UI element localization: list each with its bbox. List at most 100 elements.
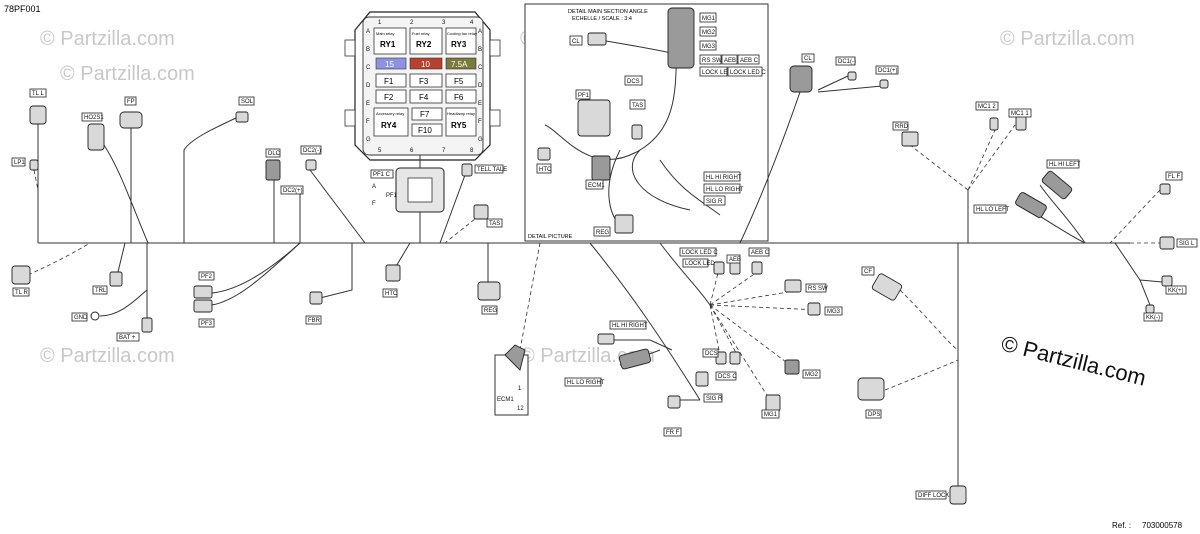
label-pf1-f: F	[372, 201, 376, 207]
col-number: 8	[470, 148, 474, 154]
label-mc1-2: MC1 2	[978, 104, 996, 110]
label-ecm1: ECM1	[497, 397, 514, 403]
detail-label-aeb-c: AEB C	[740, 58, 759, 64]
fuse-label: F10	[418, 126, 432, 135]
label-dc1-pos: DC1(+)	[878, 68, 898, 74]
fuse-label: F1	[384, 77, 394, 86]
label-cf: CF	[864, 269, 872, 275]
watermark: © Partzilla.com	[40, 28, 175, 50]
row-letter: D	[478, 83, 483, 89]
fuse-label: F2	[384, 93, 394, 102]
row-letter: G	[366, 137, 371, 143]
label-diff-lock: DIFF LOCK	[918, 493, 949, 499]
label-mg3: MG3	[827, 309, 841, 315]
label-mc1-1: MC1 1	[1011, 111, 1029, 117]
label-fr-f: FR F	[666, 430, 680, 436]
row-letter: E	[366, 101, 370, 107]
relay-label: RY4	[381, 121, 397, 130]
row-letter: F	[366, 119, 370, 125]
detail-caption: DETAIL PICTURE	[528, 234, 573, 240]
label-ho2s1: HO2S1	[84, 115, 104, 121]
detail-label-rs-sw: RS SW	[702, 58, 722, 64]
detail-label-hl-hi-right: HL HI RIGHT	[706, 175, 742, 181]
label-kk-neg: KK(-)	[1146, 315, 1160, 321]
label-tell-tale: TELL TALE	[477, 167, 507, 173]
label-hl-lo-right: HL LO RIGHT	[567, 380, 605, 386]
label-tas: TAS	[489, 221, 500, 227]
col-number: 2	[410, 20, 414, 26]
label-tl-r: TL R	[15, 290, 28, 296]
label-mg2: MG2	[805, 372, 819, 378]
label-pf1-a: A	[372, 184, 376, 190]
label-sol: SOL	[241, 99, 254, 105]
fuse-box: A B C D E F G A B C D E F G 1 2 3 4 5 6 …	[344, 11, 501, 161]
detail-label-hl-lo-right: HL LO RIGHT	[706, 187, 744, 193]
watermark: © Partzilla.com	[40, 345, 175, 367]
label-lp1: LP1	[14, 160, 25, 166]
relay-label: RY1	[380, 40, 396, 49]
fuse-value: 10	[421, 60, 430, 69]
detail-scale: ECHELLE / SCALE : 3:4	[572, 16, 632, 22]
detail-label-tas: TAS	[632, 103, 643, 109]
fuse-label: F5	[454, 77, 464, 86]
reference-prefix: Ref. :	[1112, 521, 1131, 530]
fuse-value: 15	[385, 60, 394, 69]
copyright-overlay: © Partzilla.com	[999, 331, 1149, 391]
label-hl-hi-right: HL HI RIGHT	[612, 323, 648, 329]
relay-caption: Cooling fan relay	[447, 31, 477, 36]
label-aeb: AEB	[729, 257, 741, 263]
detail-view: DETAIL MAIN SECTION ANGLE ECHELLE / SCAL…	[524, 3, 769, 242]
label-lock-led: LOCK LED	[685, 261, 715, 267]
row-letter: G	[478, 137, 483, 143]
row-letter: F	[478, 119, 482, 125]
drawing-code: 78PF001	[4, 4, 41, 14]
detail-label-ecm1: ECM1	[588, 183, 605, 189]
row-letter: A	[366, 29, 370, 35]
label-cl: CL	[804, 56, 812, 62]
detail-label-htc: HTC	[539, 167, 552, 173]
label-pf1-c: PF1 C	[373, 172, 391, 178]
label-ecm1-pin1: 1	[518, 386, 522, 392]
detail-label-sig-r: SIG R	[706, 199, 723, 205]
detail-label-mg1: MG1	[702, 16, 716, 22]
watermark: © Partzilla.com	[60, 63, 195, 85]
left-branches: TL L LP1 HO2S1 FP SOL DLC DC2(-) DC2(+)	[11, 88, 507, 342]
relay-label: RY3	[451, 40, 467, 49]
relay-caption: Main relay	[376, 31, 394, 36]
row-letter: C	[478, 65, 483, 71]
label-dc1-neg: DC1(-)	[838, 59, 856, 65]
label-dcs-c: DCS C	[718, 374, 737, 380]
label-rs-sw: RS SW	[808, 286, 828, 292]
fuse-label: F6	[454, 93, 464, 102]
row-letter: B	[478, 47, 482, 53]
col-number: 3	[442, 20, 446, 26]
reference-number: 703000578	[1142, 521, 1183, 530]
detail-label-lock-led-c: LOCK LED C	[730, 70, 766, 76]
label-dcs: DCS	[705, 351, 718, 357]
label-trl: TRL	[95, 288, 107, 294]
label-pf1: PF1	[386, 193, 398, 199]
detail-label-dcs: DCS	[627, 79, 640, 85]
label-htc: HTC	[385, 291, 398, 297]
label-hl-hi-left: HL HI LEFT	[1049, 162, 1081, 168]
label-rrd: RRD	[895, 124, 909, 130]
fuse-label: F7	[420, 110, 430, 119]
label-dps: DPS	[868, 412, 880, 418]
label-fbr: FBR	[308, 318, 321, 324]
fuse-label: F3	[419, 77, 429, 86]
label-reg: REG	[484, 308, 497, 314]
label-dc2-neg: DC2(-)	[303, 148, 321, 154]
col-number: 6	[410, 148, 414, 154]
relay-caption: Fuel relay	[412, 31, 430, 36]
label-dlc: DLC	[268, 151, 281, 157]
label-ecm1-pin12: 12	[517, 406, 524, 412]
relay-caption: Headlamp relay	[447, 111, 475, 116]
row-letter: C	[366, 65, 371, 71]
center-bottom-branches: 1 12 ECM1 HL HI RIGHT HL LO RIGHT FR F S…	[494, 242, 843, 437]
detail-label-lock-led: LOCK LED	[702, 70, 732, 76]
detail-label-mg3: MG3	[702, 44, 716, 50]
relay-label: RY2	[416, 40, 432, 49]
label-gnd: GND	[74, 315, 88, 321]
label-pf2: PF2	[201, 274, 213, 280]
